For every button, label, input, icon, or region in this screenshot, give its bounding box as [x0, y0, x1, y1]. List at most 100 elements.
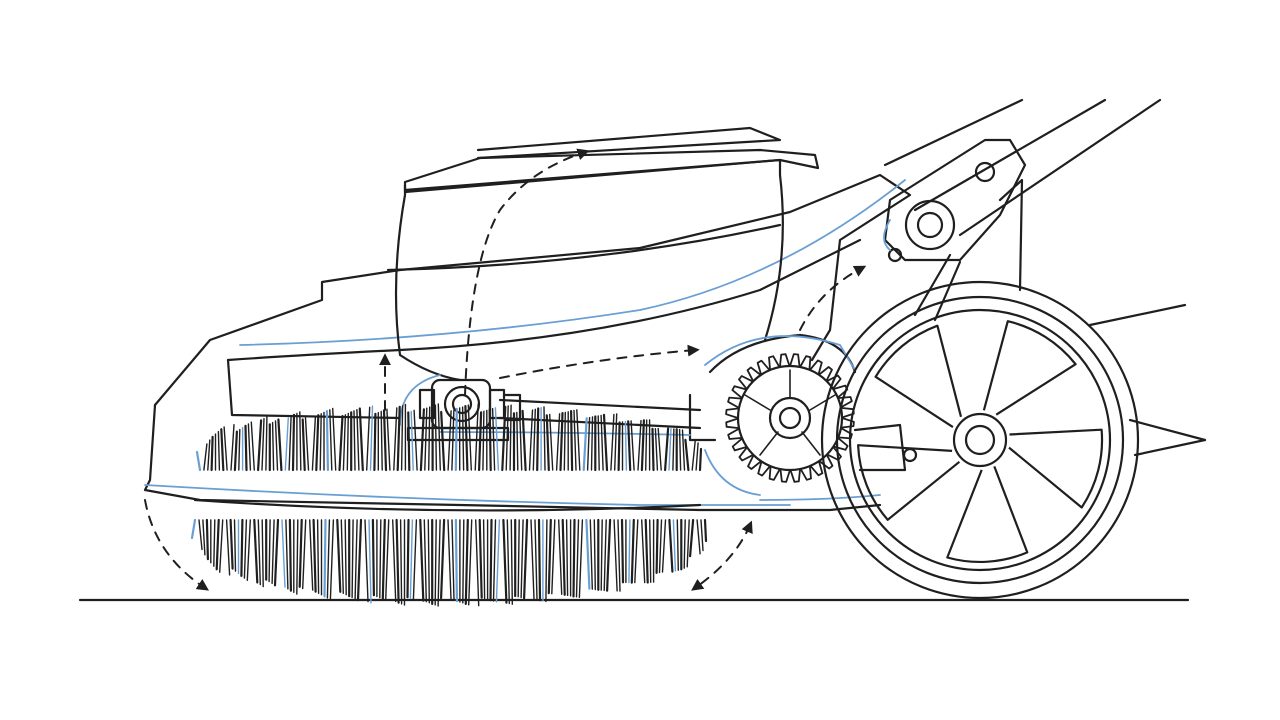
brush-bristle — [565, 519, 569, 597]
brush-bristle — [502, 518, 508, 604]
brush-bristle — [385, 519, 390, 601]
gear-tooth — [838, 427, 853, 440]
gear-tooth — [756, 359, 771, 376]
brush-bristle — [630, 518, 635, 584]
brush-bristle — [407, 411, 411, 472]
brush-bristle — [600, 519, 603, 591]
brush-bristle — [351, 519, 354, 599]
brush-bristle — [217, 430, 221, 471]
gear-tooth — [789, 468, 801, 483]
brush-bristle — [461, 406, 465, 471]
gear-tooth — [779, 353, 791, 368]
brush-bristle — [543, 406, 546, 471]
brush-bristle — [586, 416, 591, 471]
rotary-brush — [190, 403, 708, 607]
brush-bristle — [559, 412, 564, 472]
brush-bristle — [393, 407, 398, 471]
brush-bristle — [399, 519, 403, 605]
brush-bristle — [325, 410, 329, 472]
brush-bristle — [329, 409, 333, 471]
brush-bristle — [323, 518, 327, 598]
gear-tooth — [826, 374, 842, 390]
brush-bristle — [440, 410, 446, 472]
brush-bristle — [207, 439, 211, 471]
brush-bristle — [528, 409, 534, 471]
brush-bristle — [691, 440, 696, 471]
brush-bristle — [576, 409, 581, 471]
brush-bristle — [506, 519, 510, 605]
brush-bristle — [233, 430, 238, 472]
brush-bristle — [371, 518, 375, 597]
brush-bristle — [434, 404, 438, 471]
rear-wheel — [820, 280, 1140, 600]
flow-arrow-2 — [691, 520, 753, 591]
brush-bristle — [454, 518, 458, 603]
brush-bristle — [238, 428, 241, 471]
brush-bristle — [392, 519, 397, 603]
gear-tooth — [818, 366, 833, 382]
handle-pivot — [883, 138, 1027, 322]
brush-bristle — [478, 411, 483, 472]
brush-bristle — [354, 519, 358, 600]
wheel-spoke — [946, 466, 1029, 564]
brush-bristles-upper — [195, 403, 703, 472]
flow-arrow-6 — [799, 265, 867, 331]
brush-bristle — [451, 409, 455, 471]
brush-bristle — [346, 412, 349, 471]
brush-bristle — [434, 519, 437, 606]
gear-tooth — [725, 407, 740, 419]
brush-bristle — [563, 411, 566, 471]
brush-bristle — [468, 519, 473, 606]
gear-tooth — [747, 454, 762, 470]
brush-bristle — [555, 413, 561, 471]
brush-bristle — [273, 518, 280, 587]
brush-bristle — [668, 428, 672, 471]
brush-bristle — [530, 519, 535, 600]
brush-bristle — [613, 519, 618, 592]
brush-bristle — [240, 518, 244, 577]
brush-bristle — [509, 404, 512, 471]
brush-bristle — [684, 438, 690, 472]
brush-bristle — [203, 443, 208, 471]
brush-bristle — [478, 518, 483, 599]
brush-bristle — [299, 411, 302, 471]
brush-bristle — [277, 418, 283, 472]
brush-bristle — [366, 406, 371, 471]
brush-bristle — [655, 518, 659, 574]
brush-bristle — [573, 409, 577, 471]
brush-bristle — [229, 518, 234, 570]
brush-bristle — [482, 519, 486, 600]
brush-bristle — [517, 519, 520, 598]
brush-bristle — [423, 519, 427, 603]
brush-bristle — [620, 518, 625, 584]
brush-bristle — [332, 407, 337, 471]
brush-bristle — [489, 518, 493, 602]
brush-bristle — [547, 518, 552, 595]
wheel-spoke — [857, 444, 961, 521]
brush-bristle — [630, 420, 635, 471]
brush-bristle — [215, 518, 220, 571]
brush-bristle — [494, 407, 500, 471]
brush-bristle — [368, 519, 372, 604]
brush-bristle — [617, 519, 621, 592]
brush-bristle — [220, 428, 225, 472]
brush-bristle — [427, 519, 430, 604]
brush-bristle — [311, 415, 317, 471]
brush-bristle — [247, 423, 252, 471]
brush-bristle — [316, 519, 320, 594]
brush-bristle — [291, 413, 296, 472]
brush-bristle — [288, 415, 292, 471]
brush-bristle — [304, 417, 310, 471]
gear-tooth — [731, 437, 748, 452]
brush-bristle — [570, 410, 574, 472]
brush-bristle — [505, 405, 509, 471]
brush-bristle — [261, 417, 265, 471]
brush-bristle — [454, 407, 458, 472]
brush-bristle — [683, 519, 686, 569]
brush-bristle — [676, 519, 679, 571]
brush-bristle — [315, 414, 320, 472]
brush-bristle — [475, 519, 480, 607]
brush-bristle — [492, 519, 497, 602]
brush-bristle — [271, 421, 275, 471]
